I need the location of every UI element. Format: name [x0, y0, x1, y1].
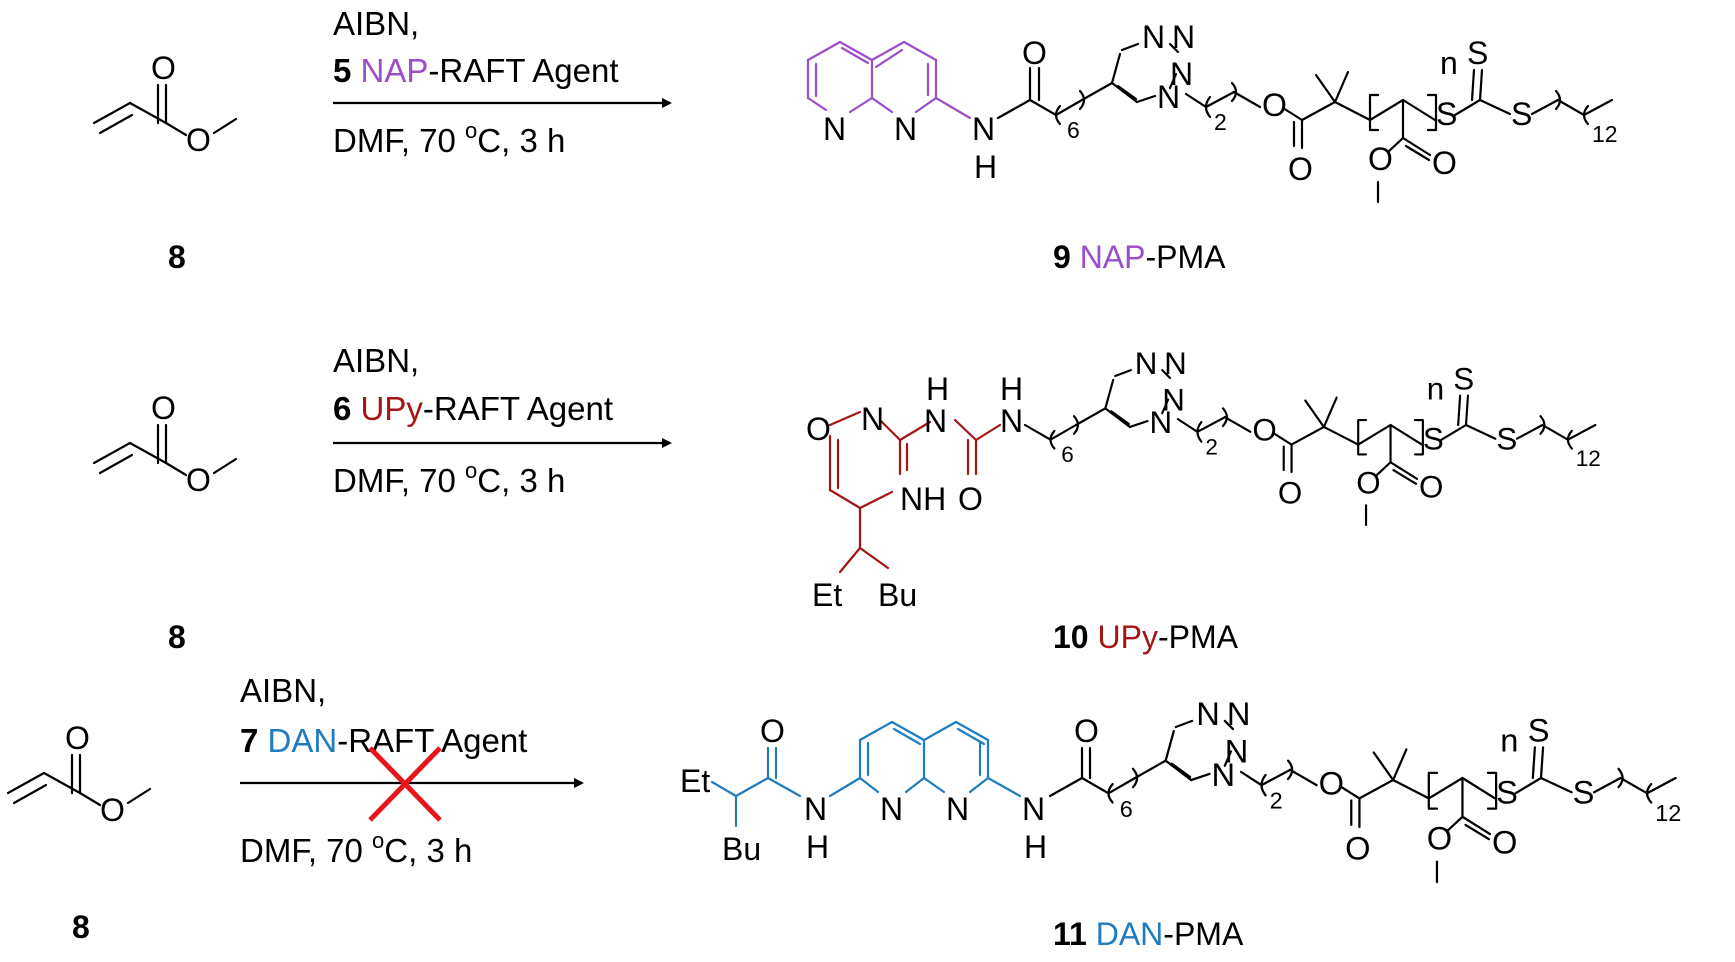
amide-h-atom: H — [1024, 829, 1047, 865]
product-label: 11 DAN-PMA — [1053, 916, 1244, 952]
product-label: 10 UPy-PMA — [1053, 619, 1239, 655]
raft-agent-label: 5 NAP-RAFT Agent — [333, 52, 619, 89]
arrow-head — [662, 98, 672, 108]
reagent-aibn: AIBN, — [333, 342, 419, 379]
reagent-aibn: AIBN, — [240, 672, 326, 709]
upy-pma-structure: O N NH H N O H N Et Bu — [806, 344, 1602, 613]
pyrimidinone-o-atom: O — [806, 411, 831, 447]
urea-o-atom: O — [958, 481, 983, 517]
dan-pma-structure: Et Bu O N H N N N H O — [680, 693, 1683, 884]
methyl-acrylate-structure — [6, 718, 152, 830]
product-label: 9 NAP-PMA — [1053, 239, 1226, 275]
reaction-blocked-cross — [368, 746, 442, 822]
naph-n-atom: N — [880, 791, 903, 827]
naph-n-atom: N — [894, 111, 917, 147]
amide-h-atom: H — [806, 829, 829, 865]
reaction-row-2: 8 AIBN, 6 UPy-RAFT Agent DMF, 70 oC, 3 h — [92, 342, 1602, 655]
reaction-conditions: DMF, 70 oC, 3 h — [240, 828, 472, 869]
ethyl-label: Et — [680, 763, 710, 799]
urea-h-atom: H — [926, 371, 949, 407]
reactant-label: 8 — [72, 909, 90, 945]
raft-agent-label: 7 DAN-RAFT Agent — [240, 722, 527, 759]
naph-n-atom: N — [823, 111, 846, 147]
methyl-acrylate-structure — [92, 388, 238, 500]
urea-h-atom: H — [1000, 371, 1023, 407]
reagent-aibn: AIBN, — [333, 5, 419, 42]
methyl-acrylate-structure — [92, 48, 238, 160]
raft-agent-label: 6 UPy-RAFT Agent — [333, 390, 613, 427]
pyrimidine-nh: NH — [900, 481, 946, 517]
naph-n-atom: N — [946, 791, 969, 827]
reaction-row-3: 8 AIBN, 7 DAN-RAFT Agent DMF, 70 oC, 3 h — [6, 672, 1683, 952]
nap-pma-structure: N N N H O — [806, 17, 1619, 204]
reactant-label: 8 — [168, 619, 186, 655]
urea-n-atom: N — [1000, 403, 1023, 439]
reaction-conditions: DMF, 70 oC, 3 h — [333, 118, 565, 159]
amide-n-atom: N — [972, 111, 995, 147]
butyl-label: Bu — [878, 577, 917, 613]
reaction-conditions: DMF, 70 oC, 3 h — [333, 458, 565, 499]
amide-o-atom: O — [1022, 35, 1047, 71]
arrow-head — [662, 438, 672, 448]
amide-n-atom: N — [804, 791, 827, 827]
reactant-label: 8 — [168, 239, 186, 275]
butyl-label: Bu — [722, 831, 761, 867]
amide-n-atom: N — [1022, 791, 1045, 827]
amide-h-atom: H — [974, 149, 997, 185]
arrow-head — [574, 778, 584, 788]
urea-n-atom: N — [924, 403, 947, 439]
amide-o-atom: O — [760, 713, 785, 749]
ethyl-label: Et — [812, 577, 842, 613]
amide-o-atom: O — [1074, 713, 1099, 749]
pyrimidine-n-atom: N — [861, 401, 884, 437]
reaction-row-1: 8 AIBN, 5 NAP-RAFT Agent DMF, 70 oC, 3 h — [92, 5, 1619, 275]
